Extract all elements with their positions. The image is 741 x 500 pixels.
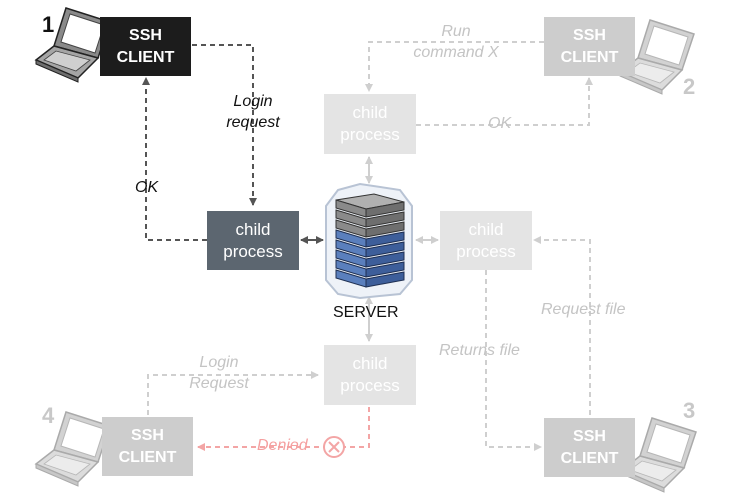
login-request-4-line1: Login [199, 354, 239, 371]
client-label-line1: SSH [573, 26, 606, 44]
run-command-line2: command X [413, 44, 499, 61]
client-4-number: 4 [42, 403, 55, 428]
login-request-line2: request [226, 114, 280, 131]
client-label-line2: CLIENT [118, 448, 177, 466]
request-file-line [533, 236, 591, 415]
run-command-line [365, 41, 544, 92]
login-request-4-label: Login Request [176, 352, 262, 394]
login-request-4-line [147, 371, 319, 415]
ssh-client-1: SSH CLIENT [100, 17, 191, 76]
process-label-line1: child [468, 219, 504, 239]
server-rack-icon [325, 182, 413, 300]
x-circle-icon [323, 436, 345, 458]
child-process-4: child process [324, 345, 416, 405]
client-label-line2: CLIENT [560, 449, 619, 467]
client-label-line2: CLIENT [560, 48, 619, 66]
login-request-line [192, 44, 257, 206]
client-label-line1: SSH [131, 426, 164, 444]
denied-label: Denied [257, 437, 308, 454]
login-request-label: Login request [212, 91, 294, 133]
process-label-line1: child [352, 354, 388, 373]
client-label-line2: CLIENT [116, 48, 175, 66]
ssh-client-3: SSH CLIENT [544, 418, 635, 477]
ok-2-label: OK [488, 115, 512, 132]
client-2-number: 2 [683, 74, 696, 99]
run-command-line1: Run [441, 23, 471, 40]
ok-2-line [416, 77, 593, 126]
laptop-icon [34, 7, 111, 83]
denied-line [197, 407, 370, 451]
process-label-line1: child [235, 219, 271, 239]
laptop-icon [620, 417, 697, 493]
process-label-line2: process [456, 241, 516, 261]
ssh-client-4: SSH CLIENT [102, 417, 193, 476]
process-label-line2: process [223, 241, 283, 261]
child-process-2: child process [324, 94, 416, 154]
child-process-1: child process [207, 211, 299, 270]
client-3-number: 3 [683, 398, 696, 423]
process-label-line2: process [340, 376, 400, 395]
login-request-4-line2: Request [189, 375, 249, 392]
run-command-label: Run command X [404, 21, 508, 63]
client-label-line1: SSH [573, 427, 606, 445]
laptop-icon [618, 19, 695, 95]
server-label: SERVER [333, 304, 399, 321]
returns-file-line [485, 270, 542, 451]
ssh-client-2: SSH CLIENT [544, 17, 635, 76]
client-1-number: 1 [42, 12, 55, 37]
child-process-3: child process [440, 211, 532, 270]
process-label-line2: process [340, 125, 400, 144]
process-label-line1: child [352, 103, 388, 122]
returns-file-label: Returns file [439, 342, 520, 359]
client-label-line1: SSH [129, 26, 162, 44]
laptop-icon [34, 411, 111, 487]
ok-label: OK [135, 179, 159, 196]
ok-response-line [142, 77, 207, 241]
request-file-label: Request file [541, 301, 626, 318]
login-request-line1: Login [233, 93, 273, 110]
